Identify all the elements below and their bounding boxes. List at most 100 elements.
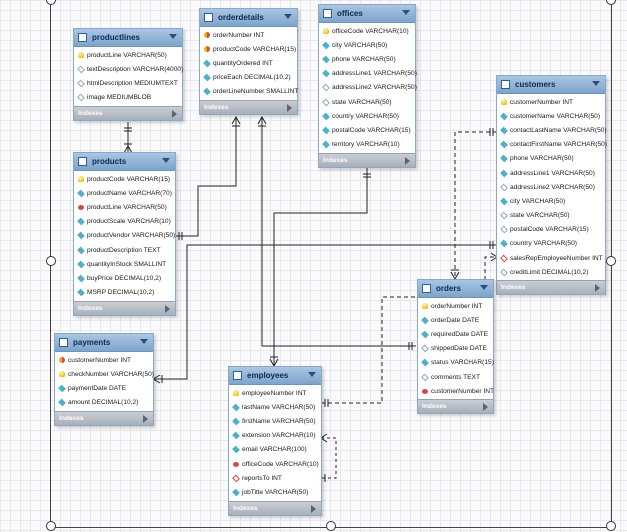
table-header[interactable]: productlines <box>74 29 182 47</box>
column-row[interactable]: customerNumber INT <box>497 95 605 109</box>
resize-handle-bottom-left[interactable] <box>46 521 56 531</box>
expand-arrow-icon[interactable] <box>287 103 292 112</box>
indexes-section[interactable]: Indexes <box>55 410 153 425</box>
table-header[interactable]: orders <box>418 280 493 298</box>
table-orderdetails[interactable]: orderdetails orderNumber INT productCode… <box>199 8 298 115</box>
column-row[interactable]: orderDate DATE <box>418 313 493 327</box>
expand-arrow-icon[interactable] <box>595 284 600 293</box>
indexes-section[interactable]: Indexes <box>319 152 415 167</box>
column-row[interactable]: jobTitle VARCHAR(50) <box>229 485 321 499</box>
column-row[interactable]: buyPrice DECIMAL(10,2) <box>74 271 175 285</box>
collapse-arrow-icon[interactable] <box>592 81 600 86</box>
column-row[interactable]: phone VARCHAR(50) <box>319 52 415 66</box>
resize-handle-middle-left[interactable] <box>46 256 56 266</box>
table-header[interactable]: customers <box>497 76 605 94</box>
column-row[interactable]: territory VARCHAR(10) <box>319 138 415 152</box>
column-row[interactable]: addressLine1 VARCHAR(50) <box>497 166 605 180</box>
column-row[interactable]: productCode VARCHAR(15) <box>74 172 175 186</box>
column-row[interactable]: priceEach DECIMAL(10,2) <box>200 71 297 85</box>
column-row[interactable]: country VARCHAR(50) <box>319 109 415 123</box>
column-row[interactable]: productVendor VARCHAR(50) <box>74 229 175 243</box>
column-row[interactable]: city VARCHAR(50) <box>319 38 415 52</box>
column-row[interactable]: postalCode VARCHAR(15) <box>497 223 605 237</box>
indexes-section[interactable]: Indexes <box>229 500 321 515</box>
column-row[interactable]: amount DECIMAL(10,2) <box>55 396 153 410</box>
table-header[interactable]: employees <box>229 367 321 385</box>
indexes-section[interactable]: Indexes <box>418 399 493 414</box>
collapse-arrow-icon[interactable] <box>169 34 177 39</box>
expand-arrow-icon[interactable] <box>483 403 488 412</box>
column-row[interactable]: shippedDate DATE <box>418 342 493 356</box>
indexes-section[interactable]: Indexes <box>74 300 175 315</box>
column-row[interactable]: customerName VARCHAR(50) <box>497 109 605 123</box>
column-row[interactable]: officeCode VARCHAR(10) <box>319 24 415 38</box>
table-productlines[interactable]: productlines productLine VARCHAR(50) tex… <box>73 28 183 121</box>
column-row[interactable]: contactFirstName VARCHAR(50) <box>497 138 607 152</box>
expand-arrow-icon[interactable] <box>311 504 316 513</box>
column-row[interactable]: requiredDate DATE <box>418 327 493 341</box>
column-row[interactable]: reportsTo INT <box>229 471 321 485</box>
collapse-arrow-icon[interactable] <box>162 158 170 163</box>
column-row[interactable]: lastName VARCHAR(50) <box>229 400 321 414</box>
column-row[interactable]: comments TEXT <box>418 370 493 384</box>
expand-arrow-icon[interactable] <box>165 304 170 313</box>
column-row[interactable]: employeeNumber INT <box>229 386 321 400</box>
resize-handle-bottom-center[interactable] <box>326 521 336 531</box>
table-orders[interactable]: orders orderNumber INT orderDate DATE re… <box>417 279 494 415</box>
collapse-arrow-icon[interactable] <box>140 339 148 344</box>
column-row[interactable]: creditLimit DECIMAL(10,2) <box>497 265 605 279</box>
column-row[interactable]: checkNumber VARCHAR(50) <box>55 367 154 381</box>
column-row[interactable]: productDescription TEXT <box>74 243 175 257</box>
column-row[interactable]: status VARCHAR(15) <box>418 356 494 370</box>
column-row[interactable]: addressLine2 VARCHAR(50) <box>497 180 605 194</box>
column-row[interactable]: officeCode VARCHAR(10) <box>229 457 321 471</box>
resize-handle-middle-right[interactable] <box>606 256 616 266</box>
table-header[interactable]: payments <box>55 334 153 352</box>
column-row[interactable]: contactLastName VARCHAR(50) <box>497 123 607 137</box>
column-row[interactable]: state VARCHAR(50) <box>497 209 605 223</box>
column-row[interactable]: image MEDIUMBLOB <box>74 91 182 105</box>
column-row[interactable]: quantityOrdered INT <box>200 56 297 70</box>
collapse-arrow-icon[interactable] <box>284 14 292 19</box>
column-row[interactable]: salesRepEmployeeNumber INT <box>497 251 605 265</box>
indexes-section[interactable]: Indexes <box>200 99 297 114</box>
collapse-arrow-icon[interactable] <box>402 10 410 15</box>
column-row[interactable]: email VARCHAR(100) <box>229 443 321 457</box>
column-row[interactable]: quantityInStock SMALLINT <box>74 257 175 271</box>
table-payments[interactable]: payments customerNumber INT checkNumber … <box>54 333 154 426</box>
column-row[interactable]: paymentDate DATE <box>55 381 153 395</box>
column-row[interactable]: phone VARCHAR(50) <box>497 152 605 166</box>
collapse-arrow-icon[interactable] <box>308 372 316 377</box>
table-products[interactable]: products productCode VARCHAR(15) product… <box>73 152 176 316</box>
column-row[interactable]: firstName VARCHAR(50) <box>229 414 321 428</box>
resize-handle-bottom-right[interactable] <box>606 521 616 531</box>
indexes-section[interactable]: Indexes <box>74 105 182 120</box>
column-row[interactable]: postalCode VARCHAR(15) <box>319 123 415 137</box>
table-header[interactable]: products <box>74 153 175 171</box>
column-row[interactable]: orderNumber INT <box>418 299 493 313</box>
column-row[interactable]: customerNumber INT <box>55 353 153 367</box>
table-header[interactable]: offices <box>319 5 415 23</box>
column-row[interactable]: state VARCHAR(50) <box>319 95 415 109</box>
expand-arrow-icon[interactable] <box>405 156 410 165</box>
table-offices[interactable]: offices officeCode VARCHAR(10) city VARC… <box>318 4 417 168</box>
column-row[interactable]: htmlDescription MEDIUMTEXT <box>74 76 182 90</box>
column-row[interactable]: productCode VARCHAR(15) <box>200 42 297 56</box>
table-employees[interactable]: employees employeeNumber INT lastName VA… <box>228 366 322 516</box>
column-row[interactable]: extension VARCHAR(10) <box>229 429 321 443</box>
column-row[interactable]: textDescription VARCHAR(4000) <box>74 62 183 76</box>
collapse-arrow-icon[interactable] <box>480 285 488 290</box>
column-row[interactable]: productScale VARCHAR(10) <box>74 215 175 229</box>
table-header[interactable]: orderdetails <box>200 9 297 27</box>
column-row[interactable]: addressLine1 VARCHAR(50) <box>319 67 417 81</box>
expand-arrow-icon[interactable] <box>143 414 148 423</box>
column-row[interactable]: productName VARCHAR(70) <box>74 186 175 200</box>
indexes-section[interactable]: Indexes <box>497 280 605 295</box>
column-row[interactable]: city VARCHAR(50) <box>497 194 605 208</box>
column-row[interactable]: addressLine2 VARCHAR(50) <box>319 81 417 95</box>
column-row[interactable]: orderLineNumber SMALLINT <box>200 85 298 99</box>
column-row[interactable]: customerNumber INT <box>418 384 494 398</box>
expand-arrow-icon[interactable] <box>172 109 177 118</box>
column-row[interactable]: orderNumber INT <box>200 28 297 42</box>
